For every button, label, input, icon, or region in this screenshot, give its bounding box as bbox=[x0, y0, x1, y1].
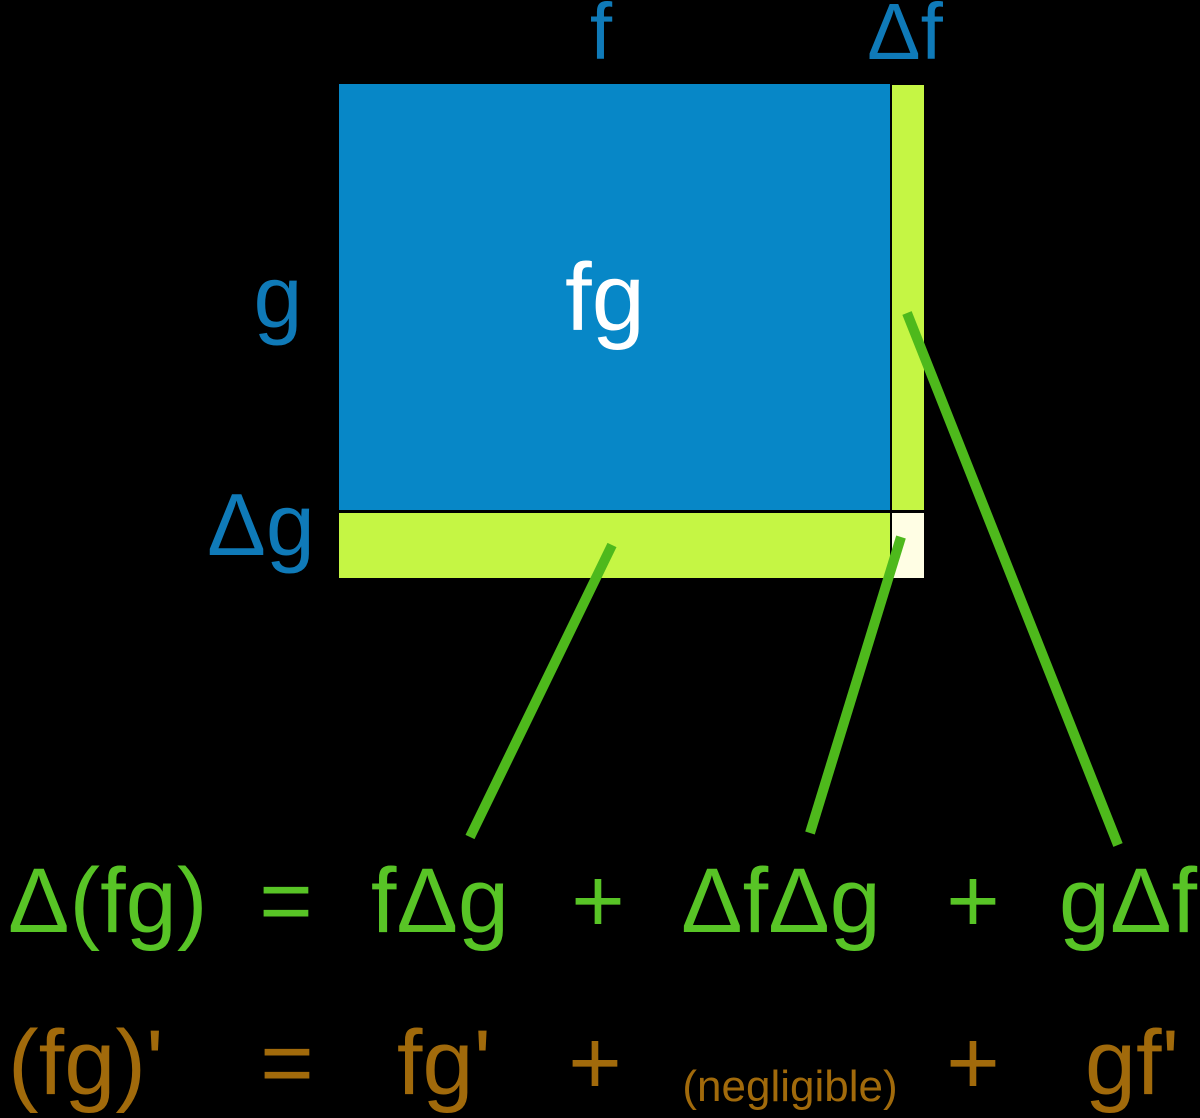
formula-term-fg-prime: fg' bbox=[396, 1012, 492, 1114]
strip-delta-g bbox=[339, 513, 890, 578]
strip-delta-f bbox=[892, 85, 924, 510]
formula-delta-equals: = bbox=[259, 850, 313, 952]
label-delta-f: Δf bbox=[867, 0, 943, 76]
formula-term-delta-f-delta-g: ΔfΔg bbox=[681, 850, 881, 952]
pointer-line-f-delta-g bbox=[465, 542, 617, 840]
formula-derivative-plus-1: + bbox=[568, 1012, 622, 1114]
label-delta-g: Δg bbox=[207, 475, 315, 574]
rect-fg-label: fg bbox=[564, 244, 646, 351]
pointer-line-delta-f-delta-g bbox=[805, 535, 906, 835]
formula-term-f-delta-g: fΔg bbox=[370, 850, 510, 952]
formula-term-gf-prime: gf' bbox=[1084, 1012, 1180, 1114]
formula-term-g-delta-f: gΔf bbox=[1058, 850, 1198, 952]
pointer-line-g-delta-f bbox=[902, 311, 1123, 847]
formula-derivative-lhs: (fg)' bbox=[8, 1012, 164, 1114]
formula-delta-plus-2: + bbox=[946, 850, 1000, 952]
formula-delta-plus-1: + bbox=[571, 850, 625, 952]
label-f: f bbox=[589, 0, 613, 76]
label-g: g bbox=[253, 247, 303, 346]
formula-delta-lhs: Δ(fg) bbox=[8, 850, 208, 952]
formula-derivative-equals: = bbox=[260, 1012, 314, 1114]
formula-term-negligible: (negligible) bbox=[682, 1062, 898, 1111]
rect-fg-area: fg bbox=[339, 84, 890, 510]
formula-derivative-plus-2: + bbox=[946, 1012, 1000, 1114]
